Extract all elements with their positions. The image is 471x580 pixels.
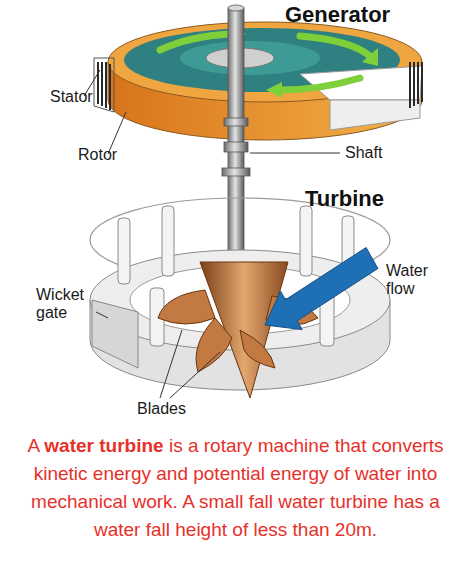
title-label: Generator (285, 2, 390, 28)
part-label: Water flow (386, 262, 446, 298)
part-label: Rotor (78, 146, 117, 164)
title-label: Turbine (305, 186, 384, 212)
part-label: Shaft (345, 144, 382, 162)
part-label: Stator (50, 88, 93, 106)
caption-text: A water turbine is a rotary machine that… (14, 432, 457, 544)
part-label: Wicket gate (36, 286, 98, 322)
part-label: Blades (137, 400, 186, 418)
